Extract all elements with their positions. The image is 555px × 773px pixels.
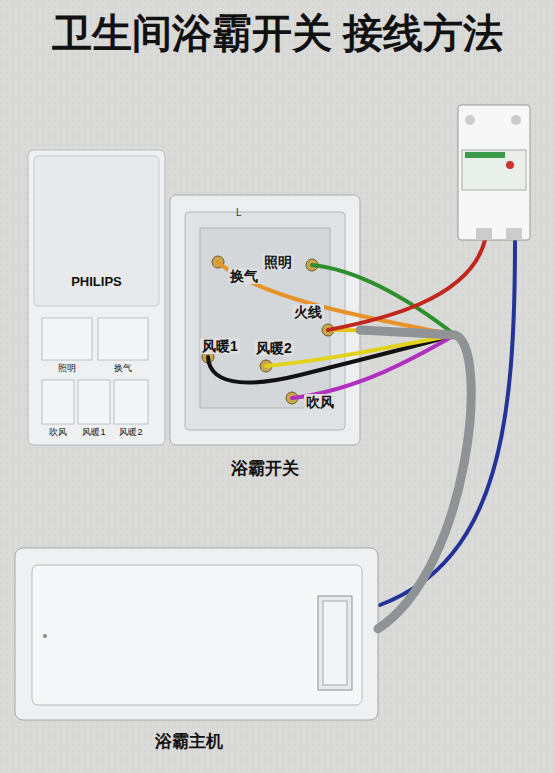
title: 卫生间浴霸开关 接线方法 (0, 8, 555, 58)
terminal-label: 吹风 (304, 394, 336, 410)
svg-text:L: L (236, 207, 242, 218)
terminal-label: 风暖1 (200, 338, 240, 354)
heater-unit: 浴霸主机 (15, 548, 378, 720)
button-label: 风暖1 (78, 426, 110, 439)
switch-panel: PHILIPS 照明换气吹风风暖1 风暖2 (28, 150, 165, 445)
terminal-label: 换气 (228, 268, 260, 284)
brand: PHILIPS (28, 274, 165, 289)
button-label: 换气 (98, 362, 148, 375)
button-label: 吹风 (42, 426, 74, 439)
caption: 浴霸开关 (170, 457, 360, 480)
button-label: 风暖2 (114, 426, 148, 439)
cable (360, 330, 471, 629)
button-label: 照明 (42, 362, 92, 375)
terminal-label: 风暖2 (254, 340, 294, 356)
caption: 浴霸主机 (155, 730, 223, 753)
terminal-label: 火线 (292, 304, 324, 320)
terminal-label: 照明 (262, 254, 294, 270)
